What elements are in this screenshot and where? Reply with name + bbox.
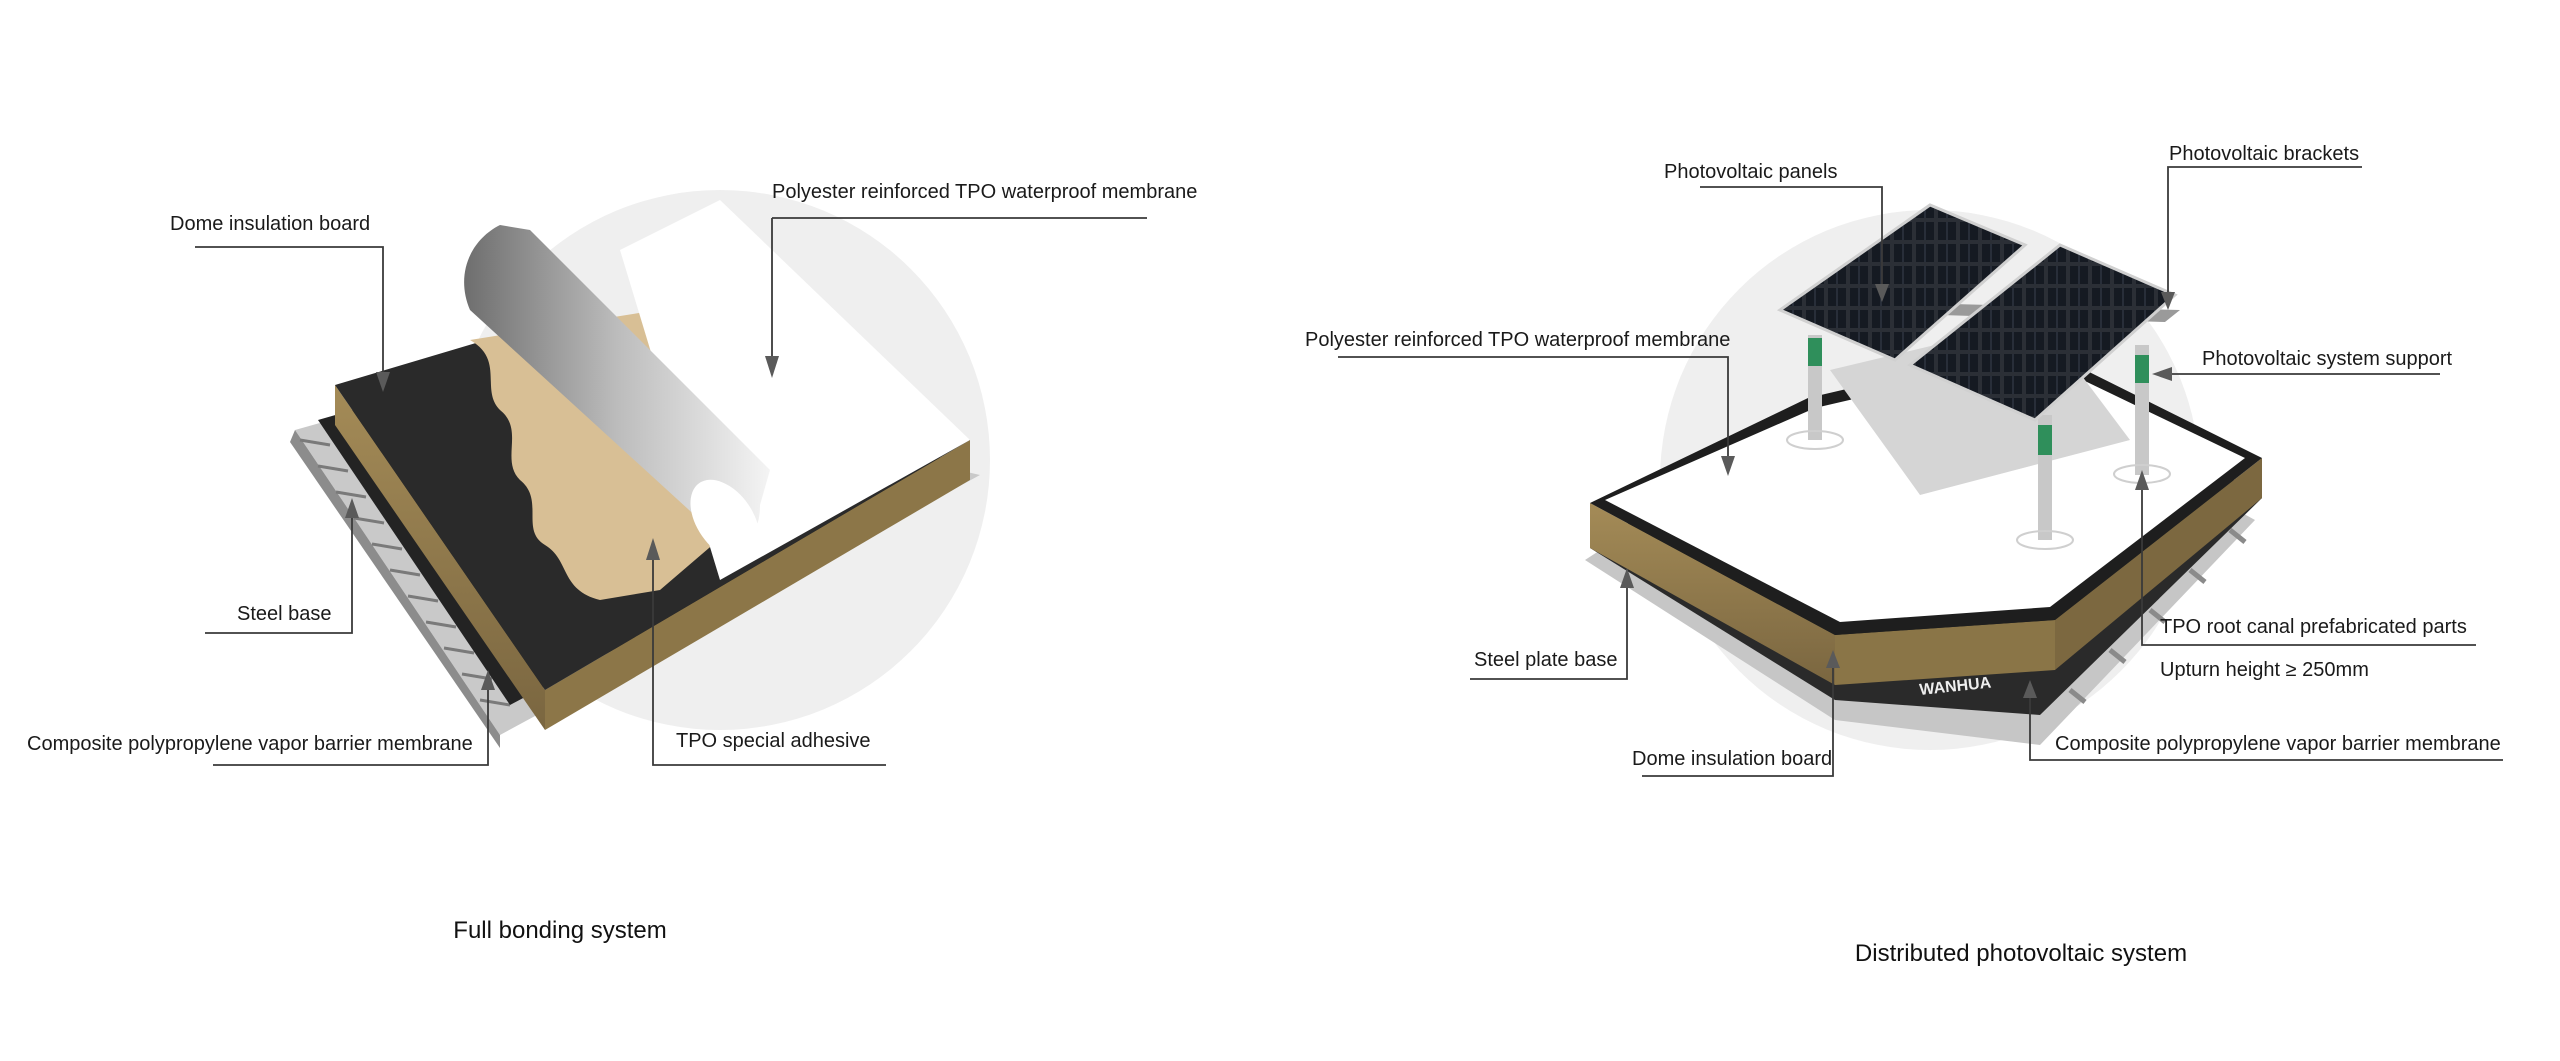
label-dome-insulation-board-right: Dome insulation board: [1632, 748, 1832, 770]
label-dome-insulation-board-left: Dome insulation board: [170, 213, 370, 235]
deck-ribs: [2068, 528, 2247, 704]
caption-full-bonding: Full bonding system: [453, 917, 666, 944]
pv-panel-left: [1776, 203, 2028, 362]
label-pv-system-support: Photovoltaic system support: [2202, 348, 2453, 370]
right-leaders: [1338, 166, 2503, 777]
insulation-front-mid: [1835, 620, 2055, 685]
label-vapor-barrier-right: Composite polypropylene vapor barrier me…: [2055, 733, 2501, 755]
steel-base-edge: [290, 430, 500, 748]
roll-end: [690, 479, 760, 561]
label-tpo-adhesive: TPO special adhesive: [676, 730, 871, 752]
label-vapor-barrier-left: Composite polypropylene vapor barrier me…: [27, 733, 473, 755]
insulation-board-side: [335, 385, 545, 730]
label-tpo-membrane-right: Polyester reinforced TPO waterproof memb…: [1305, 329, 1730, 351]
pv-supports: [1786, 335, 2171, 550]
label-steel-plate-base: Steel plate base: [1474, 649, 1617, 671]
pv-panel-right: [1907, 243, 2178, 422]
membrane-roll: [464, 225, 770, 541]
label-upturn-height: Upturn height ≥ 250mm: [2160, 659, 2369, 681]
pv-system-illustration: WANHUA: [1585, 203, 2262, 750]
label-steel-base: Steel base: [237, 603, 332, 625]
left-leaders: [195, 217, 1147, 766]
insulation-front-right: [2055, 458, 2262, 670]
label-tpo-membrane-left: Polyester reinforced TPO waterproof memb…: [772, 181, 1197, 203]
insulation-board-front: [545, 440, 970, 730]
caption-distributed-pv: Distributed photovoltaic system: [1855, 940, 2187, 967]
label-pv-brackets: Photovoltaic brackets: [2169, 143, 2359, 165]
label-pv-panels: Photovoltaic panels: [1664, 161, 1837, 183]
full-bonding-illustration: [290, 190, 990, 748]
insulation-front-left: [1590, 503, 1835, 685]
label-tpo-root-canal: TPO root canal prefabricated parts: [2160, 616, 2467, 638]
